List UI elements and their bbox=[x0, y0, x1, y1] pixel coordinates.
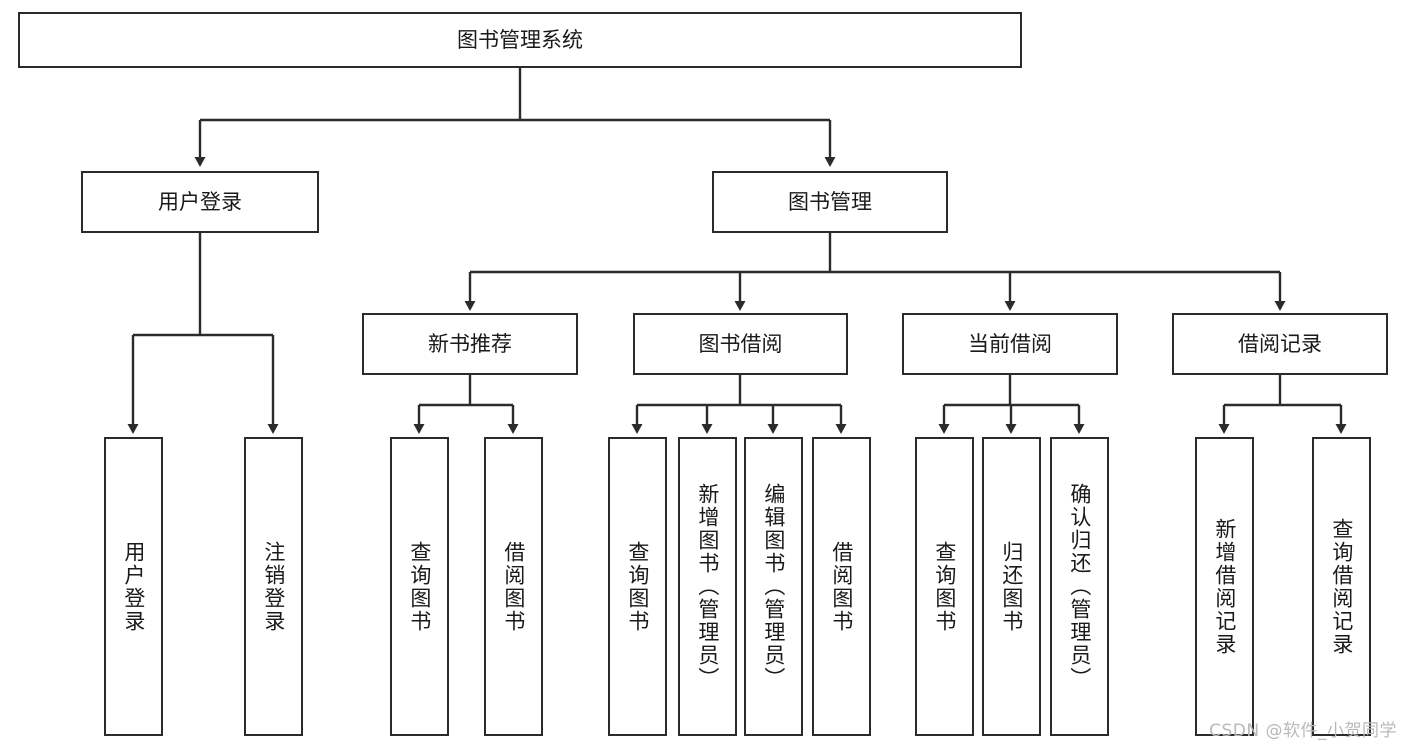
node-leaf-edit-book-label: 编辑图书（管理员） bbox=[761, 483, 786, 690]
node-current-borrow-label: 当前借阅 bbox=[968, 331, 1052, 356]
node-leaf-borrow-book-1[interactable]: 借阅图书 bbox=[484, 437, 543, 736]
node-leaf-borrow-book-1-label: 借阅图书 bbox=[501, 540, 526, 633]
node-book-manage-label: 图书管理 bbox=[788, 189, 872, 214]
node-borrow-record[interactable]: 借阅记录 bbox=[1172, 313, 1388, 375]
node-leaf-confirm-return[interactable]: 确认归还（管理员） bbox=[1050, 437, 1109, 736]
node-new-book-rec[interactable]: 新书推荐 bbox=[362, 313, 578, 375]
node-root-label: 图书管理系统 bbox=[457, 27, 583, 52]
node-leaf-return-book[interactable]: 归还图书 bbox=[982, 437, 1041, 736]
node-leaf-add-book[interactable]: 新增图书（管理员） bbox=[678, 437, 737, 736]
node-current-borrow[interactable]: 当前借阅 bbox=[902, 313, 1118, 375]
node-leaf-user-login[interactable]: 用户登录 bbox=[104, 437, 163, 736]
node-leaf-query-record-label: 查询借阅记录 bbox=[1329, 517, 1354, 656]
node-leaf-user-login-label: 用户登录 bbox=[121, 540, 146, 633]
node-leaf-query-book-1-label: 查询图书 bbox=[407, 540, 432, 633]
node-leaf-return-book-label: 归还图书 bbox=[999, 540, 1024, 633]
node-user-login[interactable]: 用户登录 bbox=[81, 171, 319, 233]
node-leaf-logout-login[interactable]: 注销登录 bbox=[244, 437, 303, 736]
node-leaf-query-book-2-label: 查询图书 bbox=[625, 540, 650, 633]
node-leaf-query-book-3-label: 查询图书 bbox=[932, 540, 957, 633]
node-leaf-add-record[interactable]: 新增借阅记录 bbox=[1195, 437, 1254, 736]
node-leaf-logout-login-label: 注销登录 bbox=[261, 540, 286, 633]
node-book-manage[interactable]: 图书管理 bbox=[712, 171, 948, 233]
node-book-borrow[interactable]: 图书借阅 bbox=[633, 313, 848, 375]
node-leaf-query-book-1[interactable]: 查询图书 bbox=[390, 437, 449, 736]
node-book-borrow-label: 图书借阅 bbox=[698, 331, 783, 356]
node-leaf-confirm-return-label: 确认归还（管理员） bbox=[1067, 483, 1092, 690]
node-root[interactable]: 图书管理系统 bbox=[18, 12, 1022, 68]
watermark-text: CSDN @软件_小贺同学 bbox=[1209, 721, 1397, 741]
node-leaf-query-book-2[interactable]: 查询图书 bbox=[608, 437, 667, 736]
node-user-login-label: 用户登录 bbox=[158, 189, 242, 214]
node-new-book-rec-label: 新书推荐 bbox=[428, 331, 512, 356]
node-leaf-edit-book[interactable]: 编辑图书（管理员） bbox=[744, 437, 803, 736]
node-leaf-borrow-book-2[interactable]: 借阅图书 bbox=[812, 437, 871, 736]
node-leaf-add-book-label: 新增图书（管理员） bbox=[695, 483, 720, 690]
node-leaf-borrow-book-2-label: 借阅图书 bbox=[829, 540, 854, 633]
node-borrow-record-label: 借阅记录 bbox=[1238, 331, 1322, 356]
node-leaf-query-record[interactable]: 查询借阅记录 bbox=[1312, 437, 1371, 736]
node-leaf-query-book-3[interactable]: 查询图书 bbox=[915, 437, 974, 736]
node-leaf-add-record-label: 新增借阅记录 bbox=[1212, 517, 1237, 656]
